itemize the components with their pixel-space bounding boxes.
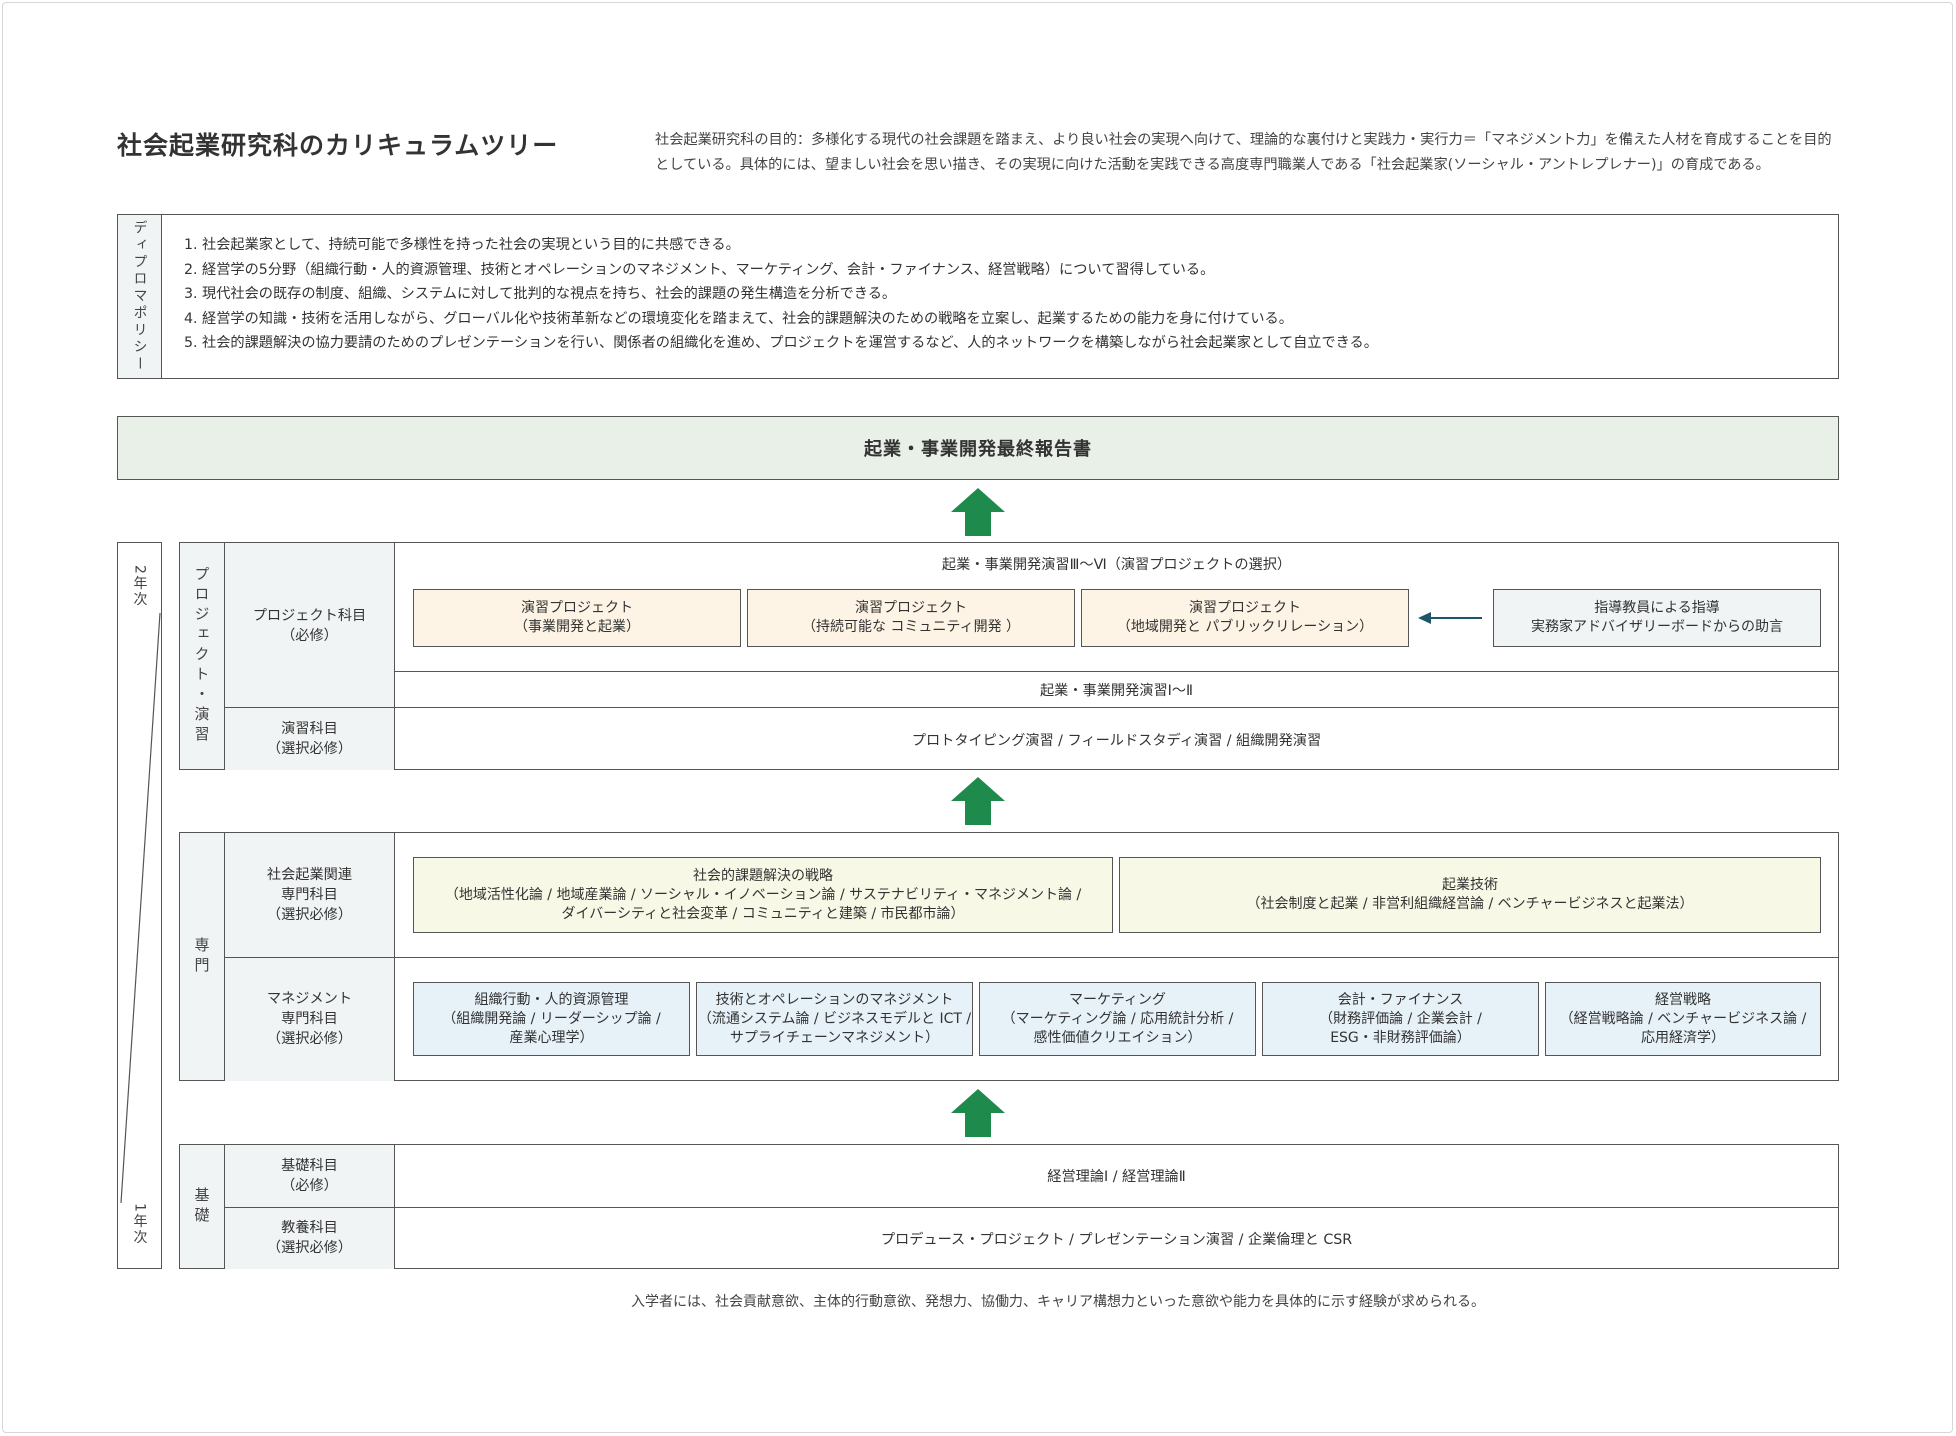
basic-section: 基礎 基礎科目 （必修） 教養科目 （選択必修） 経営理論Ⅰ / 経営理論Ⅱ プ… — [179, 1144, 1839, 1269]
diploma-policy-item: 4. 経営学の知識・技術を活用しながら、グローバル化や技術革新などの環境変化を踏… — [184, 310, 1293, 327]
project-card-community: 演習プロジェクト（持続可能な コミュニティ開発 ） — [747, 589, 1075, 647]
advisor-card: 指導教員による指導実務家アドバイザリーボードからの助言 — [1493, 589, 1821, 647]
divider — [225, 707, 395, 708]
liberal-courses-list: プロデュース・プロジェクト / プレゼンテーション演習 / 企業倫理と CSR — [880, 1231, 1353, 1248]
seminar-basic-title: 起業・事業開発演習Ⅰ〜Ⅱ — [1039, 682, 1194, 699]
diploma-policy-item: 1. 社会起業家として、持続可能で多様性を持った社会の実現という目的に共感できる… — [184, 237, 740, 253]
liberal-courses-label: 教養科目 （選択必修） — [225, 1207, 395, 1269]
basic-category-label: 基礎 — [192, 1186, 211, 1227]
mgmt-card-finance: 会計・ファイナンス（財務評価論 / 企業会計 /ESG・非財務評価論） — [1262, 982, 1539, 1056]
entrepreneurship-card: 起業技術 （社会制度と起業 / 非営利組織経営論 / ベンチャービジネスと起業法… — [1119, 857, 1821, 933]
diploma-policy-item: 5. 社会的課題解決の協力要請のためのプレゼンテーションを行い、関係者の組織化を… — [184, 335, 1378, 351]
left-arrow-icon — [1418, 612, 1482, 624]
up-arrow-icon — [951, 777, 1005, 825]
project-card-business: 演習プロジェクト（事業開発と起業） — [413, 589, 741, 647]
project-card-regional: 演習プロジェクト（地域開発と パブリックリレーション） — [1081, 589, 1409, 647]
specialized-section: 専門 社会起業関連 専門科目 （選択必修） マネジメント 専門科目 （選択必修）… — [179, 832, 1839, 1081]
divider — [395, 671, 1838, 672]
specialized-category-label: 専門 — [192, 936, 211, 977]
purpose-line-1: 社会起業研究科の目的：多様化する現代の社会課題を踏まえ、より良い社会の実現へ向け… — [655, 132, 1832, 148]
up-arrow-icon — [951, 1089, 1005, 1137]
year-column: 2年次 1年次 — [117, 542, 162, 1269]
page-title: 社会起業研究科のカリキュラムツリー — [117, 131, 559, 160]
divider — [225, 957, 1838, 958]
year-label-1: 1年次 — [131, 1203, 148, 1246]
diploma-policy-list: 1. 社会起業家として、持続可能で多様性を持った社会の実現という目的に共感できる… — [184, 233, 1378, 356]
diploma-policy-box: ディプロマポリシー 1. 社会起業家として、持続可能で多様性を持った社会の実現と… — [117, 214, 1839, 379]
final-report-box: 起業・事業開発最終報告書 — [117, 416, 1839, 480]
seminar-elective-label: 演習科目 （選択必修） — [225, 708, 395, 770]
seminar-advanced-title: 起業・事業開発演習Ⅲ〜Ⅵ（演習プロジェクトの選択） — [941, 557, 1292, 573]
basic-courses-label: 基礎科目 （必修） — [225, 1145, 395, 1207]
strategy-card: 社会的課題解決の戦略 （地域活性化論 / 地域産業論 / ソーシャル・イノベーシ… — [413, 857, 1113, 933]
divider — [395, 707, 1838, 708]
divider — [225, 1207, 1838, 1208]
mgmt-card-org: 組織行動・人的資源管理（組織開発論 / リーダーシップ論 /産業心理学） — [413, 982, 690, 1056]
admission-footnote: 入学者には、社会貢献意欲、主体的行動意欲、発想力、協働力、キャリア構想力といった… — [631, 1294, 1485, 1310]
up-arrow-icon — [951, 488, 1005, 536]
year-progress-diagonal — [120, 612, 161, 1204]
specialized-category-cell: 専門 — [180, 833, 225, 1080]
year-label-2: 2年次 — [131, 565, 148, 608]
project-section: プロジェクト・演習 プロジェクト科目 （必修） 演習科目 （選択必修） 起業・事… — [179, 542, 1839, 770]
diploma-policy-label: ディプロマポリシー — [131, 220, 148, 373]
diploma-policy-item: 2. 経営学の5分野（組織行動・人的資源管理、技術とオペレーションのマネジメント… — [184, 261, 1215, 278]
purpose-line-2: としている。具体的には、望ましい社会を思い描き、その実現に向けた活動を実践できる… — [655, 157, 1770, 173]
project-category-label: プロジェクト・演習 — [192, 566, 211, 746]
basic-courses-list: 経営理論Ⅰ / 経営理論Ⅱ — [1047, 1169, 1186, 1185]
diploma-policy-item: 3. 現代社会の既存の制度、組織、システムに対して批判的な視点を持ち、社会的課題… — [184, 286, 897, 302]
social-courses-label: 社会起業関連 専門科目 （選択必修） — [225, 833, 395, 957]
basic-category-cell: 基礎 — [180, 1145, 225, 1268]
purpose-text: 社会起業研究科の目的：多様化する現代の社会課題を踏まえ、より良い社会の実現へ向け… — [655, 128, 1840, 178]
mgmt-card-strategy: 経営戦略（経営戦略論 / ベンチャービジネス論 /応用経済学） — [1545, 982, 1821, 1056]
project-category-cell: プロジェクト・演習 — [180, 543, 225, 769]
mgmt-card-marketing: マーケティング（マーケティング論 / 応用統計分析 /感性価値クリエイション） — [979, 982, 1256, 1056]
management-courses-label: マネジメント 専門科目 （選択必修） — [225, 957, 395, 1081]
seminar-elective-courses: プロトタイピング演習 / フィールドスタディ演習 / 組織開発演習 — [911, 732, 1322, 749]
project-required-label: プロジェクト科目 （必修） — [225, 543, 395, 708]
diploma-policy-label-cell: ディプロマポリシー — [118, 215, 162, 378]
mgmt-card-operations: 技術とオペレーションのマネジメント（流通システム論 / ビジネスモデルと ICT… — [696, 982, 973, 1056]
